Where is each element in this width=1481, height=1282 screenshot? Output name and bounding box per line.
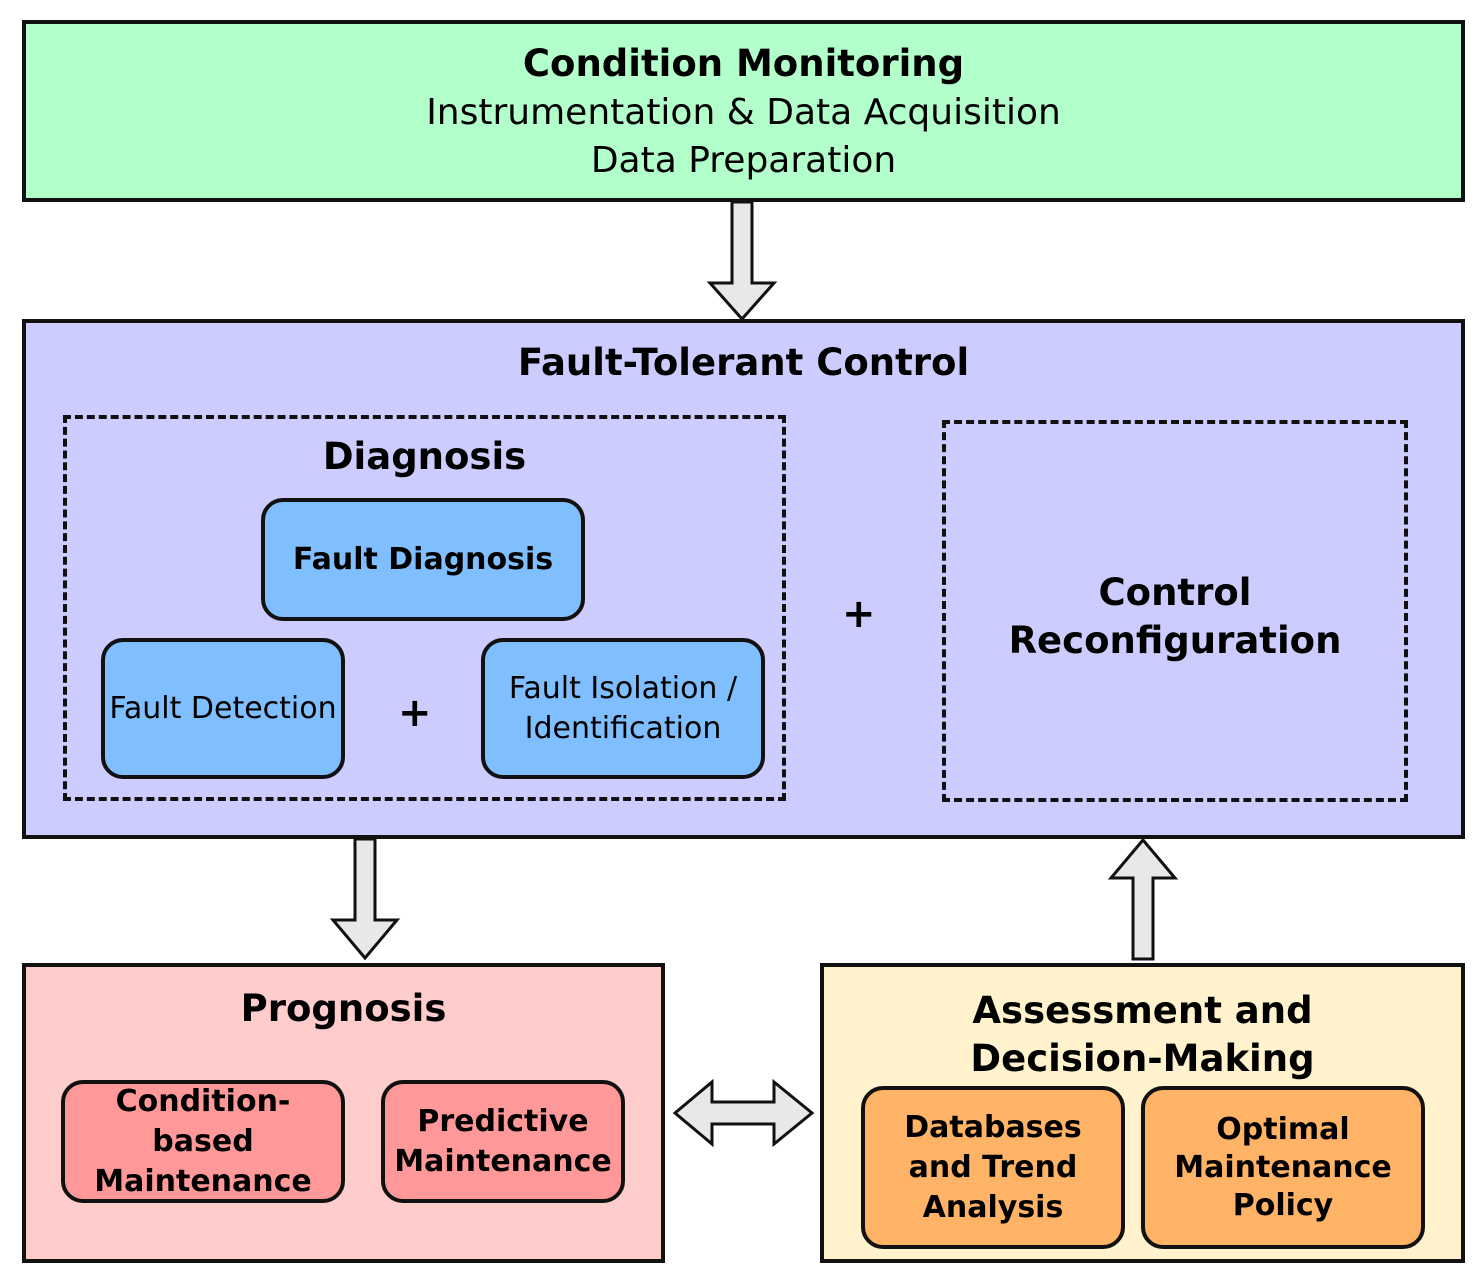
predictive-maintenance-node: Predictive Maintenance bbox=[381, 1080, 625, 1203]
arrow-up-assessment-to-ftc bbox=[1107, 837, 1179, 961]
optimal-maintenance-node: Optimal Maintenance Policy bbox=[1141, 1086, 1425, 1249]
control-reconfiguration-group: Control Reconfiguration bbox=[942, 420, 1408, 802]
control-reconfiguration-line1: Control bbox=[1098, 571, 1252, 614]
assessment-title-line2: Decision-Making bbox=[970, 1037, 1315, 1080]
prognosis-title: Prognosis bbox=[240, 987, 447, 1030]
diagnosis-group: Diagnosis bbox=[63, 415, 786, 801]
condition-monitoring-title: Condition Monitoring bbox=[522, 42, 965, 85]
fault-diagnosis-label: Fault Diagnosis bbox=[292, 542, 554, 577]
arrow-down-ftc-to-prognosis bbox=[329, 837, 401, 961]
predictive-maintenance-label: Predictive Maintenance bbox=[394, 1103, 612, 1179]
data-preparation-label: Data Preparation bbox=[590, 140, 897, 181]
control-reconfiguration-label: Control Reconfiguration bbox=[946, 569, 1404, 665]
condition-monitoring-box: Condition Monitoring Instrumentation & D… bbox=[22, 20, 1465, 202]
fault-isolation-node: Fault Isolation / Identification bbox=[481, 638, 765, 779]
fault-tolerant-control-title: Fault-Tolerant Control bbox=[517, 341, 970, 384]
assessment-title: Assessment and Decision-Making bbox=[824, 987, 1461, 1083]
arrow-double-prognosis-assessment bbox=[672, 1078, 815, 1148]
arrow-down-cm-to-ftc bbox=[706, 200, 778, 322]
optimal-maintenance-label: Optimal Maintenance Policy bbox=[1174, 1111, 1392, 1223]
instrumentation-label: Instrumentation & Data Acquisition bbox=[426, 92, 1061, 133]
plus-sign: + bbox=[842, 591, 876, 637]
fault-detection-label: Fault Detection bbox=[109, 691, 337, 726]
fault-diagnosis-node: Fault Diagnosis bbox=[261, 498, 585, 621]
control-reconfiguration-line2: Reconfiguration bbox=[1008, 619, 1342, 662]
condition-based-maintenance-node: Condition-based Maintenance bbox=[61, 1080, 345, 1203]
fault-isolation-label: Fault Isolation / Identification bbox=[508, 670, 738, 746]
databases-trend-node: Databases and Trend Analysis bbox=[861, 1086, 1125, 1249]
diagnosis-plus-sign: + bbox=[398, 690, 432, 736]
assessment-title-line1: Assessment and bbox=[972, 989, 1313, 1032]
fault-detection-node: Fault Detection bbox=[101, 638, 345, 779]
condition-based-maintenance-label: Condition-based Maintenance bbox=[94, 1083, 312, 1199]
diagnosis-title: Diagnosis bbox=[322, 435, 527, 478]
databases-trend-label: Databases and Trend Analysis bbox=[904, 1109, 1082, 1225]
